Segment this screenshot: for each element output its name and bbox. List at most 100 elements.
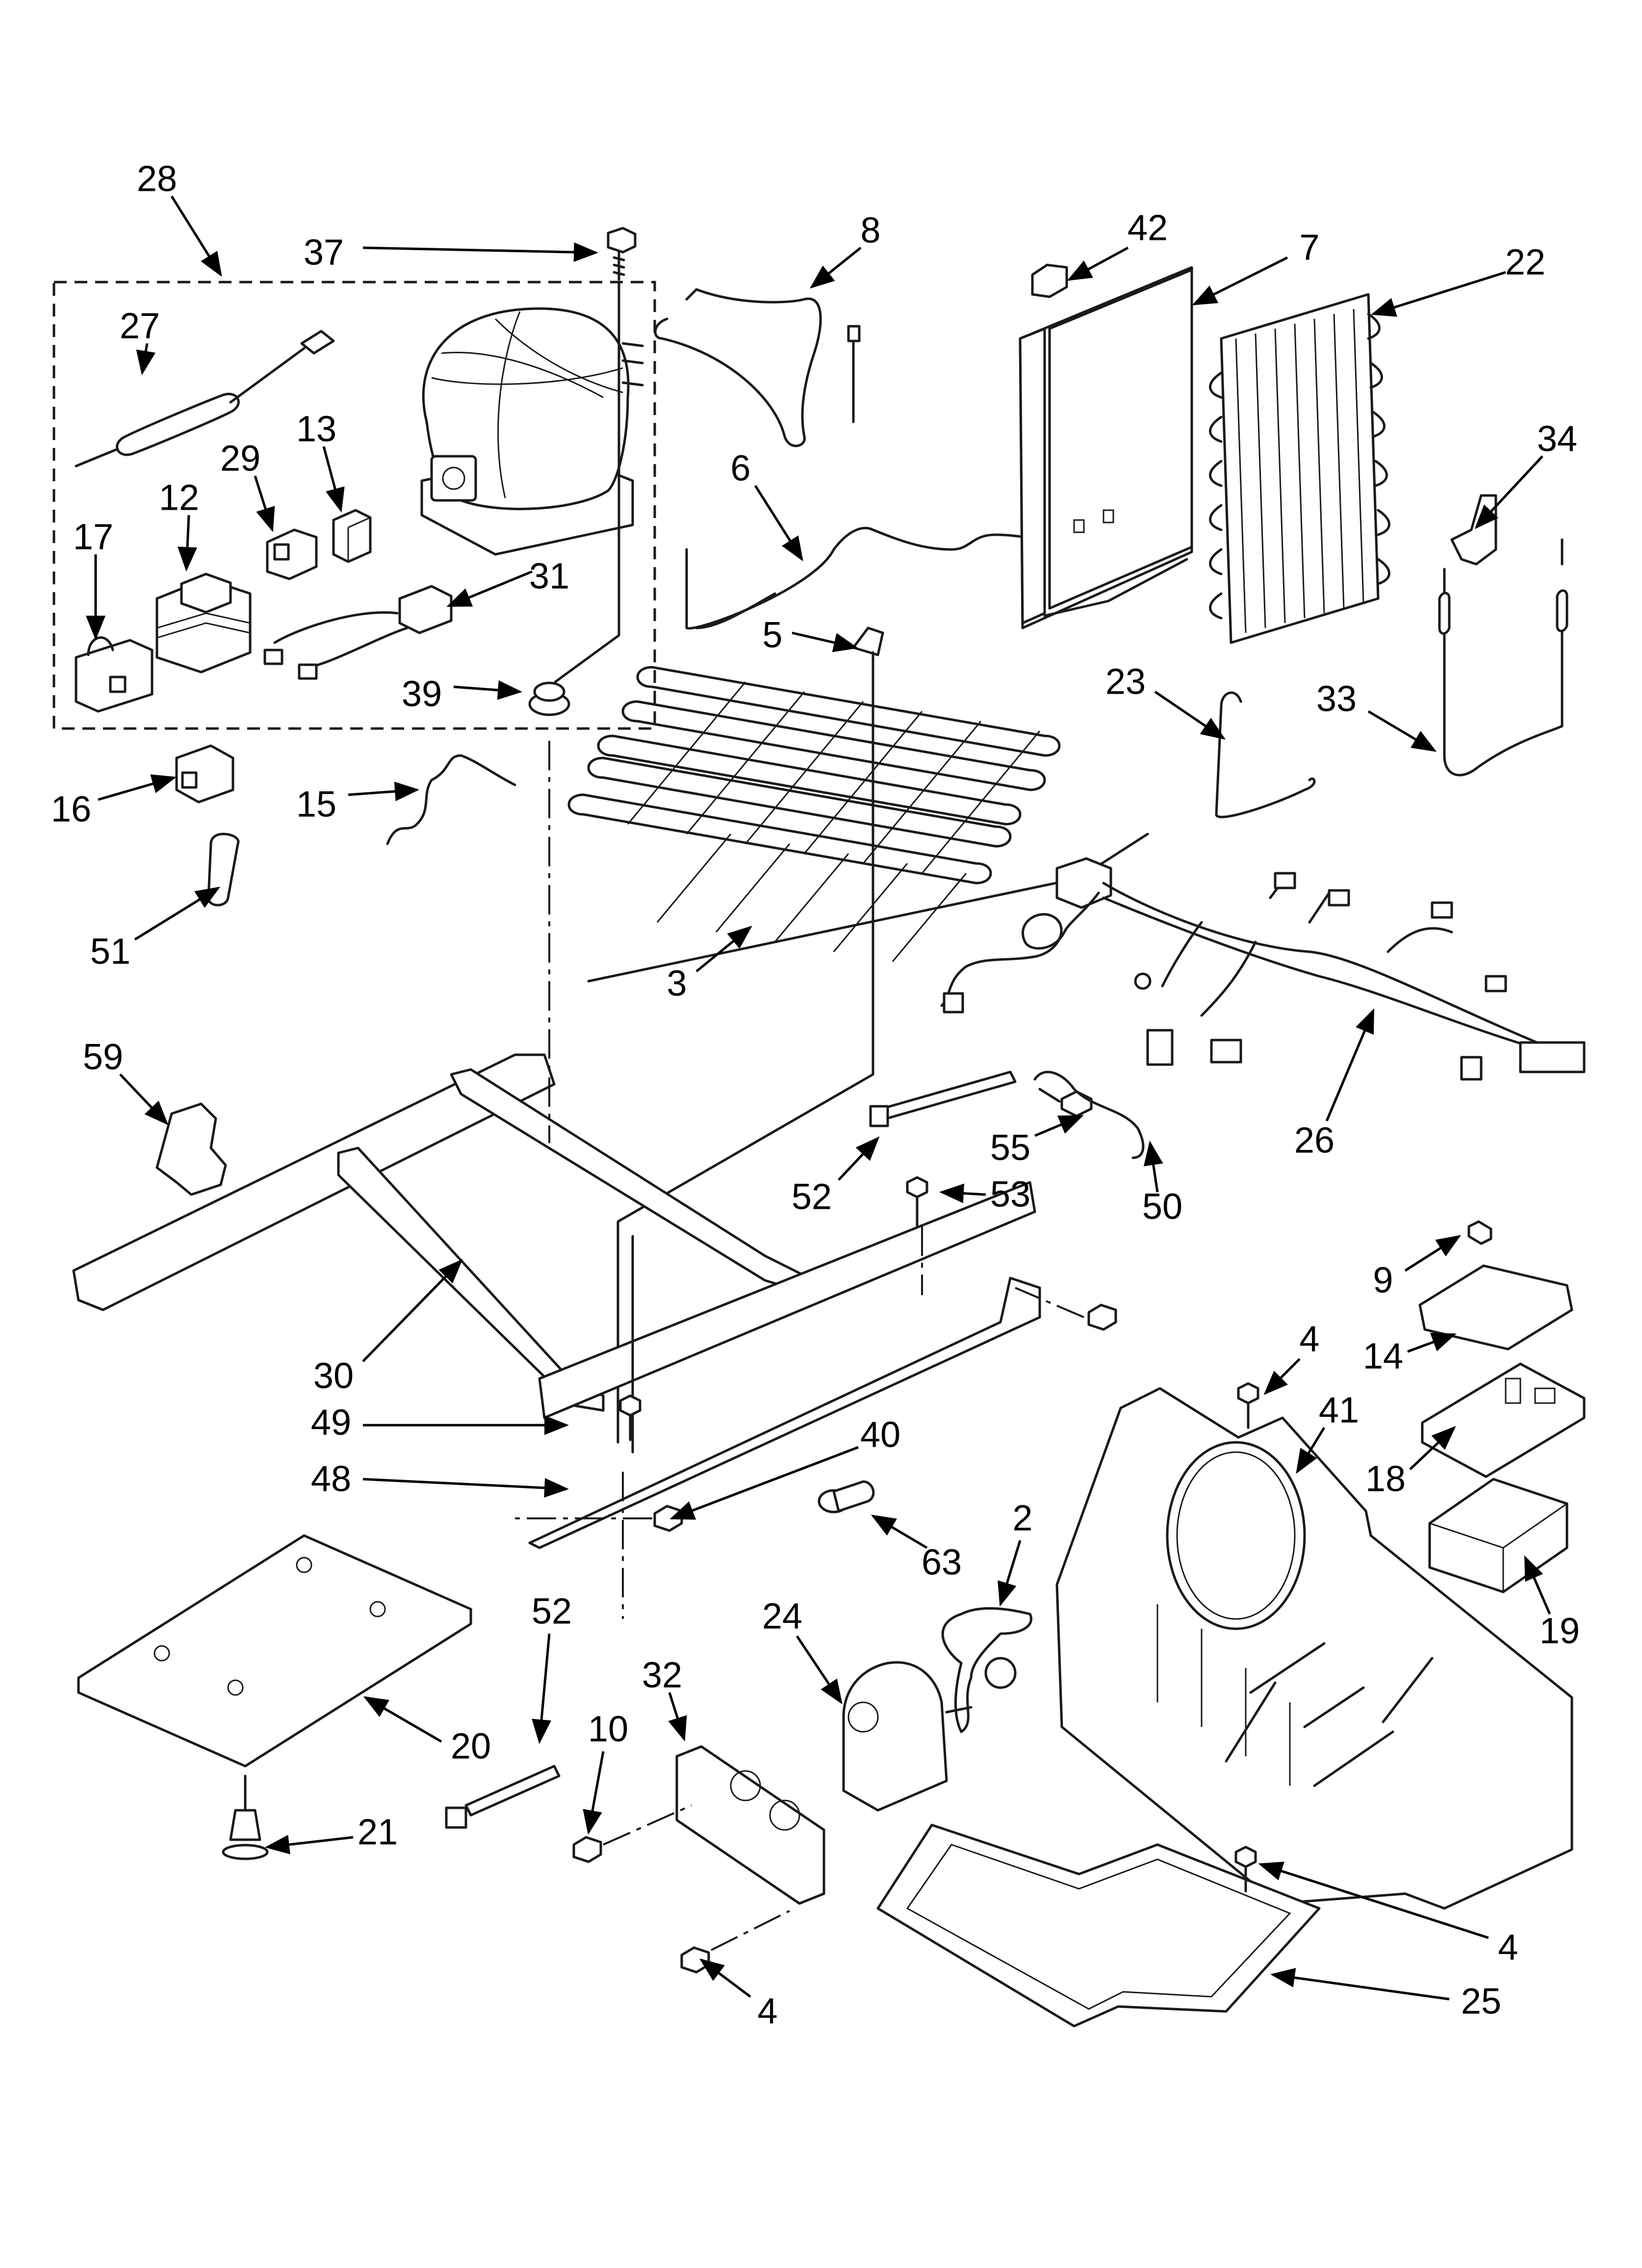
shroud-7 [1019, 266, 1193, 629]
leader-arrow [838, 1136, 880, 1181]
screw-53 [906, 1176, 928, 1233]
callout-c18: 18 [1365, 1426, 1456, 1499]
frame-30 [72, 741, 1041, 1619]
part-number-label: 52 [792, 1176, 832, 1217]
leader-arrow [119, 1073, 169, 1125]
part-number-label: 28 [137, 158, 177, 199]
leader-arrow [795, 1635, 843, 1705]
leader-arrow [669, 1446, 859, 1520]
harness-31 [263, 585, 453, 680]
leader-arrow [1143, 1141, 1163, 1193]
leader-arrow [178, 515, 198, 572]
callout-c4c: 4 [699, 1958, 778, 2032]
callout-c21: 21 [265, 1812, 398, 1854]
callout-c8: 8 [810, 210, 881, 289]
part-number-label: 39 [402, 674, 442, 714]
clip-34 [1450, 494, 1497, 566]
leader-arrow [1270, 1968, 1450, 2001]
callout-c13: 13 [296, 409, 345, 513]
callout-c51: 51 [90, 886, 221, 972]
callout-c48: 48 [311, 1459, 569, 1499]
callout-c23: 23 [1105, 661, 1226, 740]
callout-c10: 10 [583, 1709, 628, 1835]
part-number-label: 29 [220, 438, 260, 479]
part-number-label: 59 [83, 1037, 123, 1077]
callout-c7: 7 [1192, 227, 1320, 306]
callout-c4b: 4 [1258, 1861, 1518, 1968]
callout-c12: 12 [159, 477, 199, 572]
leader-arrow [362, 1259, 463, 1362]
leader-arrow [1404, 1235, 1462, 1272]
leader-arrow [754, 485, 803, 562]
part-number-label: 15 [296, 784, 336, 825]
leader-arrow [939, 1183, 986, 1203]
callout-c63: 63 [871, 1514, 962, 1583]
callout-c26: 26 [1294, 1008, 1375, 1161]
relay-29 [266, 528, 318, 580]
leader-arrow [1367, 710, 1437, 752]
part-number-label: 51 [90, 931, 130, 972]
leader-arrow [362, 242, 598, 262]
screw-49 [619, 1394, 641, 1441]
part-number-label: 6 [730, 448, 750, 489]
part-number-label: 7 [1299, 227, 1319, 268]
drier-27 [75, 330, 335, 468]
callout-c4a: 4 [1263, 1319, 1320, 1395]
leader-arrow [446, 570, 533, 607]
leader-arrow [322, 446, 345, 513]
leader-arrow [136, 343, 156, 375]
control-board-18 [1421, 1362, 1586, 1478]
part-number-label: 49 [311, 1402, 351, 1443]
leader-arrow [1263, 1358, 1301, 1395]
leader-arrow [363, 1696, 442, 1743]
callout-c20: 20 [363, 1696, 491, 1767]
callout-c55: 55 [990, 1115, 1084, 1168]
part-number-label: 10 [588, 1709, 628, 1749]
clip-5 [616, 626, 884, 1444]
screw-37 [607, 227, 637, 281]
leader-arrow [695, 925, 752, 972]
part-number-label: 52 [532, 1591, 572, 1632]
mounting-plate-41 [1055, 1387, 1573, 1910]
part-number-label: 48 [311, 1459, 351, 1499]
leader-arrow [1409, 1426, 1456, 1470]
part-number-label: 18 [1365, 1459, 1406, 1499]
grommet-39 [528, 281, 620, 716]
callout-c32: 32 [642, 1655, 687, 1742]
tube-8 [654, 288, 861, 447]
tie-strap-52b [445, 1765, 561, 1829]
tube-51 [207, 833, 240, 907]
leader-arrow [1067, 246, 1129, 281]
part-number-label: 23 [1105, 661, 1146, 702]
fan-blade-2 [941, 1607, 1032, 1733]
condenser-22 [1209, 293, 1390, 644]
part-number-label: 53 [990, 1174, 1030, 1215]
part-number-label: 4 [757, 1991, 777, 2032]
leader-arrow [1474, 455, 1543, 529]
part-number-label: 50 [1142, 1186, 1182, 1227]
part-number-label: 4 [1299, 1319, 1319, 1359]
callout-c16: 16 [51, 774, 177, 830]
part-number-label: 2 [1012, 1498, 1032, 1538]
part-number-label: 32 [642, 1655, 682, 1695]
callout-c50: 50 [1142, 1141, 1182, 1227]
box-19 [1428, 1478, 1568, 1593]
clip-13 [332, 509, 372, 563]
part-number-label: 20 [451, 1726, 491, 1767]
foot-21 [222, 1774, 269, 1860]
leader-arrow [871, 1514, 928, 1549]
fan-motor-24 [842, 1661, 973, 1812]
callout-c9: 9 [1373, 1235, 1462, 1301]
leader-arrow [265, 1835, 354, 1854]
leader-arrow [1192, 256, 1288, 306]
part-number-label: 42 [1128, 208, 1168, 248]
part-number-label: 24 [762, 1596, 802, 1637]
part-number-label: 4 [1498, 1927, 1518, 1968]
callout-c33: 33 [1316, 678, 1437, 752]
leader-arrow [1524, 1555, 1551, 1615]
wire-15 [386, 754, 516, 845]
part-number-label: 31 [529, 556, 569, 597]
part-number-label: 19 [1539, 1611, 1580, 1651]
